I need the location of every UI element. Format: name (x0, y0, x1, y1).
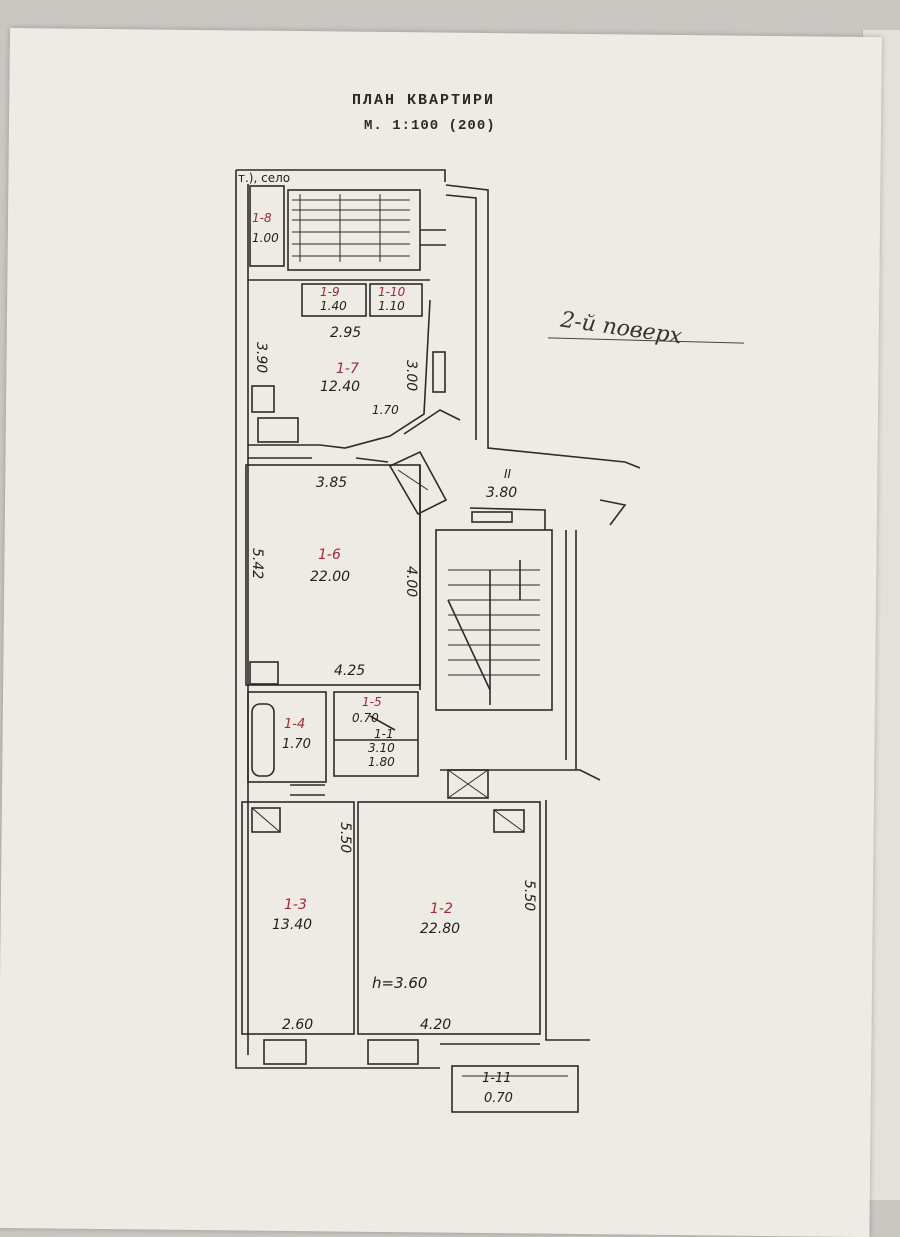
room-area-1-2: 22.80 (420, 921, 461, 937)
room-area-1-7: 12.40 (320, 379, 361, 395)
room-id-ii: II (504, 467, 512, 481)
dim-room3-height: 5.50 (337, 822, 353, 854)
page-title: ПЛАН КВАРТИРИ (352, 92, 496, 109)
room-area-1-5: 0.70 (352, 711, 379, 725)
dim-wc-width: 1.80 (368, 755, 395, 769)
room-area-1-4: 1.70 (282, 737, 311, 752)
room-area-1-6: 22.00 (310, 569, 351, 585)
outer-wall-left (235, 170, 440, 1069)
dim-room6-top: 3.85 (316, 475, 348, 491)
room-id-1-6: 1-6 (318, 547, 341, 563)
scale-label: М. 1:100 (200) (364, 118, 496, 134)
room-id-1-7: 1-7 (336, 361, 359, 377)
room-id-1-4: 1-4 (284, 717, 306, 732)
dim-room6-bottom: 4.25 (334, 663, 366, 679)
room-id-1-1: 1-1 (374, 727, 394, 741)
corner-note: т.), село (238, 171, 291, 185)
room-area-1-11: 0.70 (484, 1091, 513, 1106)
room-id-1-8: 1-8 (252, 211, 272, 225)
dim-kitchen-diag: 1.70 (372, 403, 399, 417)
dim-kitchen-height: 3.90 (253, 342, 269, 374)
room-area-1-10: 1.10 (378, 299, 405, 313)
room-id-1-11: 1-11 (482, 1071, 512, 1086)
room-area-1-9: 1.40 (320, 299, 347, 313)
dim-room2-height: 5.50 (521, 880, 537, 912)
room-id-1-9: 1-9 (320, 285, 340, 299)
room-id-1-10: 1-10 (378, 285, 406, 299)
room-area-1-1: 3.10 (368, 741, 395, 755)
ceiling-height-note: h=3.60 (372, 974, 428, 992)
room-area-ii: 3.80 (486, 485, 518, 501)
kitchen-wall (248, 299, 431, 449)
dim-kitchen-width: 2.95 (330, 325, 362, 341)
dim-room2-bottom: 4.20 (420, 1017, 452, 1033)
dim-room6-side: 5.42 (249, 548, 265, 580)
room-area-1-8: 1.00 (252, 231, 279, 245)
dim-room3-bottom: 2.60 (282, 1017, 314, 1033)
room-id-1-3: 1-3 (284, 897, 307, 913)
room-area-1-3: 13.40 (272, 917, 313, 933)
dim-kitchen-side: 3.00 (403, 360, 419, 392)
room-id-1-5: 1-5 (362, 695, 382, 709)
room-id-1-2: 1-2 (430, 901, 453, 917)
floor-plan-drawing (235, 169, 641, 1113)
outer-wall-right (445, 184, 641, 469)
dim-room6-inner: 4.00 (403, 566, 419, 598)
